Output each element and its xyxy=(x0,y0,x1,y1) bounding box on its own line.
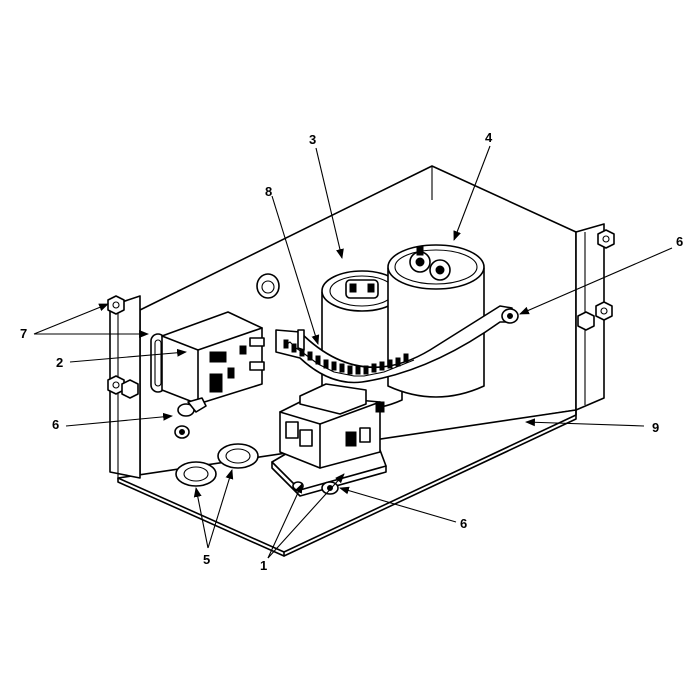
callout-8: 8 xyxy=(265,184,272,199)
callout-2: 2 xyxy=(56,355,63,370)
mounting-hole-icon xyxy=(256,273,280,299)
callout-3: 3 xyxy=(309,132,316,147)
callout-4: 4 xyxy=(485,130,493,145)
callout-labels: 1 2 3 4 5 6 6 6 7 8 9 xyxy=(20,130,683,573)
screw-icon xyxy=(174,397,207,439)
leader-lines xyxy=(33,145,673,559)
callout-6-left: 6 xyxy=(52,417,59,432)
callout-6-bottom: 6 xyxy=(460,516,467,531)
callout-1: 1 xyxy=(260,558,267,573)
callout-9: 9 xyxy=(652,420,659,435)
callout-6-right: 6 xyxy=(676,234,683,249)
grommet-icon xyxy=(175,443,259,487)
callout-5: 5 xyxy=(203,552,210,567)
bracket-strap-icon xyxy=(275,305,519,384)
nut-icon xyxy=(107,295,139,399)
nut-icon xyxy=(577,229,615,331)
relay-icon xyxy=(161,311,265,405)
contactor-icon xyxy=(271,383,387,497)
dual-capacitor-icon xyxy=(387,244,485,398)
callout-7: 7 xyxy=(20,326,27,341)
